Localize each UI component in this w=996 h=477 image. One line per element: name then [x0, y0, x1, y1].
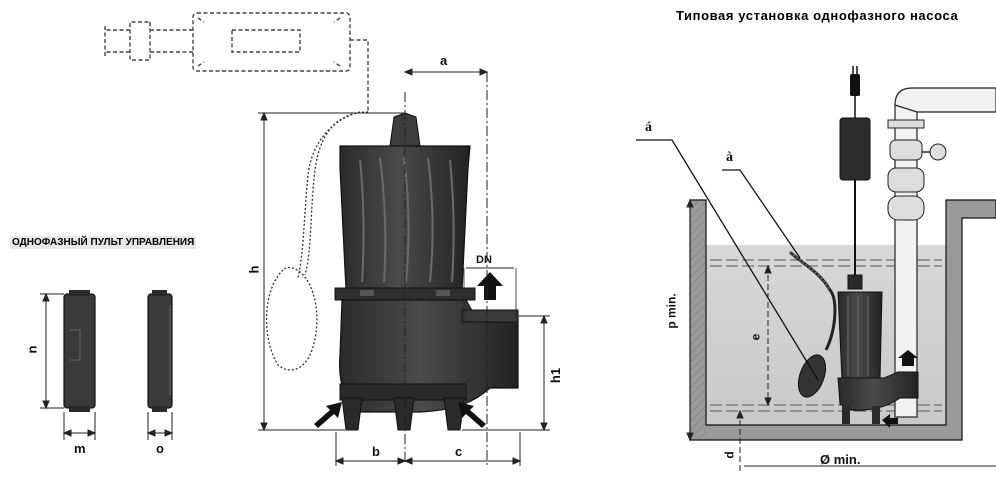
dim-label-a: a — [440, 53, 448, 68]
callout-label-2: à — [726, 150, 733, 165]
float-switch-dashed — [265, 266, 318, 371]
dim-label-h1: h1 — [548, 367, 564, 384]
pump-body — [334, 112, 519, 431]
installation-callout-leaders — [636, 139, 819, 381]
installed-float-switch — [788, 250, 837, 398]
inst-label-min: Ø min. — [820, 452, 861, 467]
installation-control-box — [839, 66, 871, 288]
control-panel-side-view — [147, 290, 173, 412]
dashed-control-box-with-plug — [104, 12, 369, 112]
control-panel-front-view — [63, 290, 96, 412]
dim-label-h: h — [246, 265, 262, 274]
dim-label-m: m — [74, 441, 86, 456]
pump-float-switch-cable — [297, 111, 369, 279]
installation-pipes — [887, 87, 996, 418]
callout-label-1: á — [645, 120, 652, 135]
pump-dimension-lines — [258, 68, 550, 466]
dim-label-o: o — [156, 441, 164, 456]
control-panel-title: ОДНОФАЗНЫЙ ПУЛЬТ УПРАВЛЕНИЯ — [10, 236, 197, 249]
dim-label-dn: DN — [476, 254, 492, 266]
flow-arrows — [314, 272, 503, 428]
inst-label-e: e — [748, 333, 763, 341]
dim-label-n: n — [24, 345, 40, 354]
installation-dimension-lines — [686, 198, 996, 472]
control-panel-dimension-lines — [40, 292, 174, 440]
installation-title: Типовая установка однофазного насоса — [676, 8, 959, 23]
inst-label-p-min: p min. — [664, 293, 679, 329]
installed-pump — [837, 274, 919, 428]
dim-label-c: c — [455, 444, 463, 459]
inst-label-d: d — [722, 451, 737, 459]
dim-label-b: b — [372, 444, 380, 459]
